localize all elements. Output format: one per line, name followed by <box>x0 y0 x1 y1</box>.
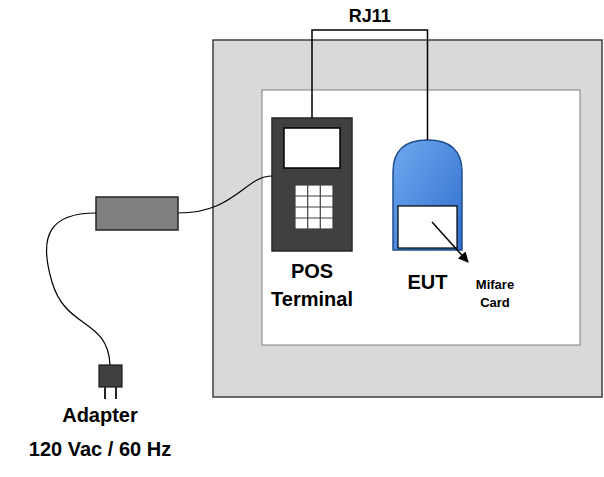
pos-body <box>272 118 352 251</box>
ac-cable <box>46 213 110 365</box>
power-label: 120 Vac / 60 Hz <box>10 436 190 462</box>
leader-arrow <box>432 222 468 262</box>
power-brick <box>96 197 178 230</box>
test-table <box>262 90 580 345</box>
mifare-card <box>398 206 457 248</box>
pos-keypad <box>295 185 333 229</box>
test-enclosure <box>213 40 602 397</box>
ac-plug <box>99 365 122 387</box>
part-label: Mifare Card <box>466 276 524 312</box>
device-area <box>393 140 463 250</box>
eut-body <box>393 140 462 250</box>
plug-prong <box>115 387 117 399</box>
device-label: POS Terminal <box>267 257 357 313</box>
dc-cable <box>178 176 272 213</box>
pos-screen <box>284 128 340 168</box>
power-label: Adapter <box>20 402 180 428</box>
plug-prong <box>104 387 106 399</box>
pos-terminal: POS Terminal <box>267 118 357 313</box>
cable-connector <box>312 30 428 140</box>
device-label: EUT <box>393 268 463 296</box>
cable-label: RJ11 <box>346 5 394 27</box>
device-area <box>272 118 352 251</box>
eut-device: EUT <box>393 140 463 296</box>
